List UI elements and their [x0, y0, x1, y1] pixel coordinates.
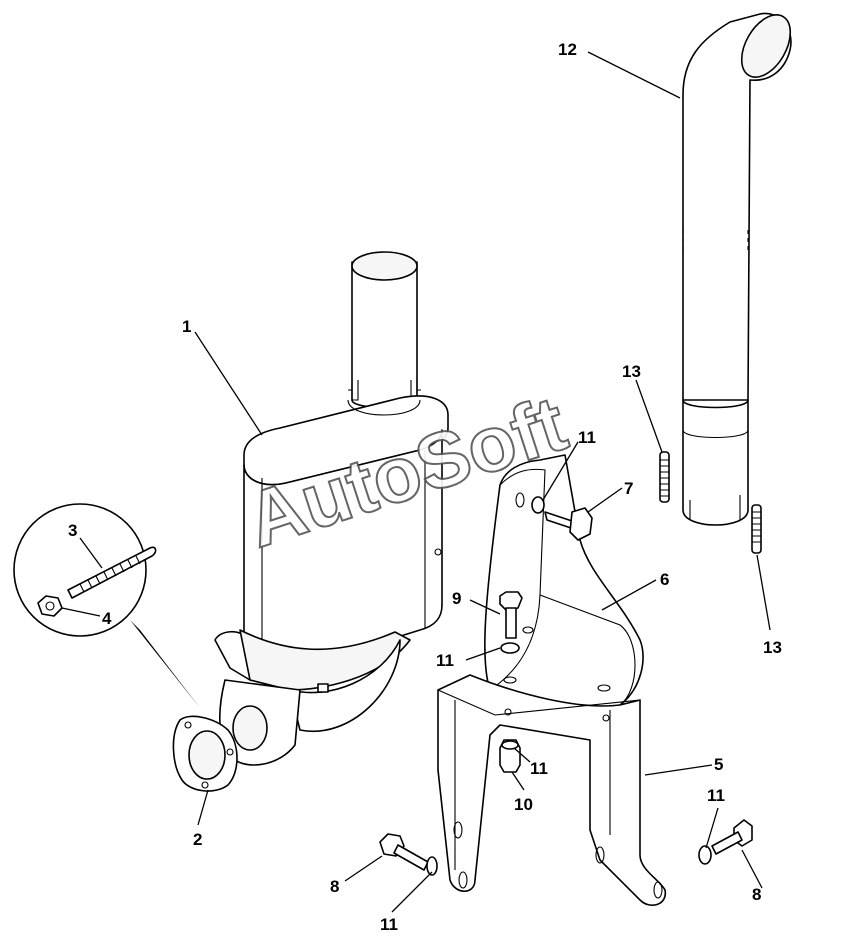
callout-13-lower: 13	[763, 638, 782, 657]
upper-bracket	[484, 454, 644, 717]
callout-7: 7	[624, 479, 633, 498]
callout-6: 6	[660, 570, 669, 589]
callout-3: 3	[68, 521, 77, 540]
callout-1: 1	[182, 317, 191, 336]
bolt-8-right	[698, 819, 753, 865]
callout-11-upper: 11	[578, 428, 596, 447]
bolt-8-left	[379, 833, 438, 876]
spring-left	[659, 451, 670, 503]
callout-labels: 1 2 3 4 5 6 7 8 8 9 10 11 11 11 11 11 12…	[68, 40, 782, 934]
callout-9: 9	[452, 589, 461, 608]
callout-5: 5	[714, 755, 723, 774]
callout-11-nut: 11	[530, 759, 548, 778]
callout-13-upper: 13	[622, 362, 641, 381]
callout-10: 10	[514, 795, 533, 814]
spring-right	[751, 504, 762, 554]
callout-11-lower-left: 11	[380, 915, 398, 934]
gasket	[172, 715, 238, 792]
bolt-7	[531, 496, 593, 541]
callout-4: 4	[102, 609, 112, 628]
callout-8-left: 8	[330, 877, 339, 896]
callout-8-right: 8	[752, 885, 761, 904]
callout-11-mid: 11	[436, 651, 454, 670]
tail-pipe	[682, 12, 792, 526]
muffler	[214, 251, 449, 766]
detail-circle	[13, 503, 200, 708]
nut-10	[499, 739, 521, 773]
leader-lines	[61, 51, 771, 913]
callout-2: 2	[193, 830, 202, 849]
lower-bracket	[437, 674, 666, 906]
callout-11-lower-right: 11	[707, 786, 725, 805]
bolt-9	[499, 591, 523, 654]
callout-12: 12	[558, 40, 577, 59]
